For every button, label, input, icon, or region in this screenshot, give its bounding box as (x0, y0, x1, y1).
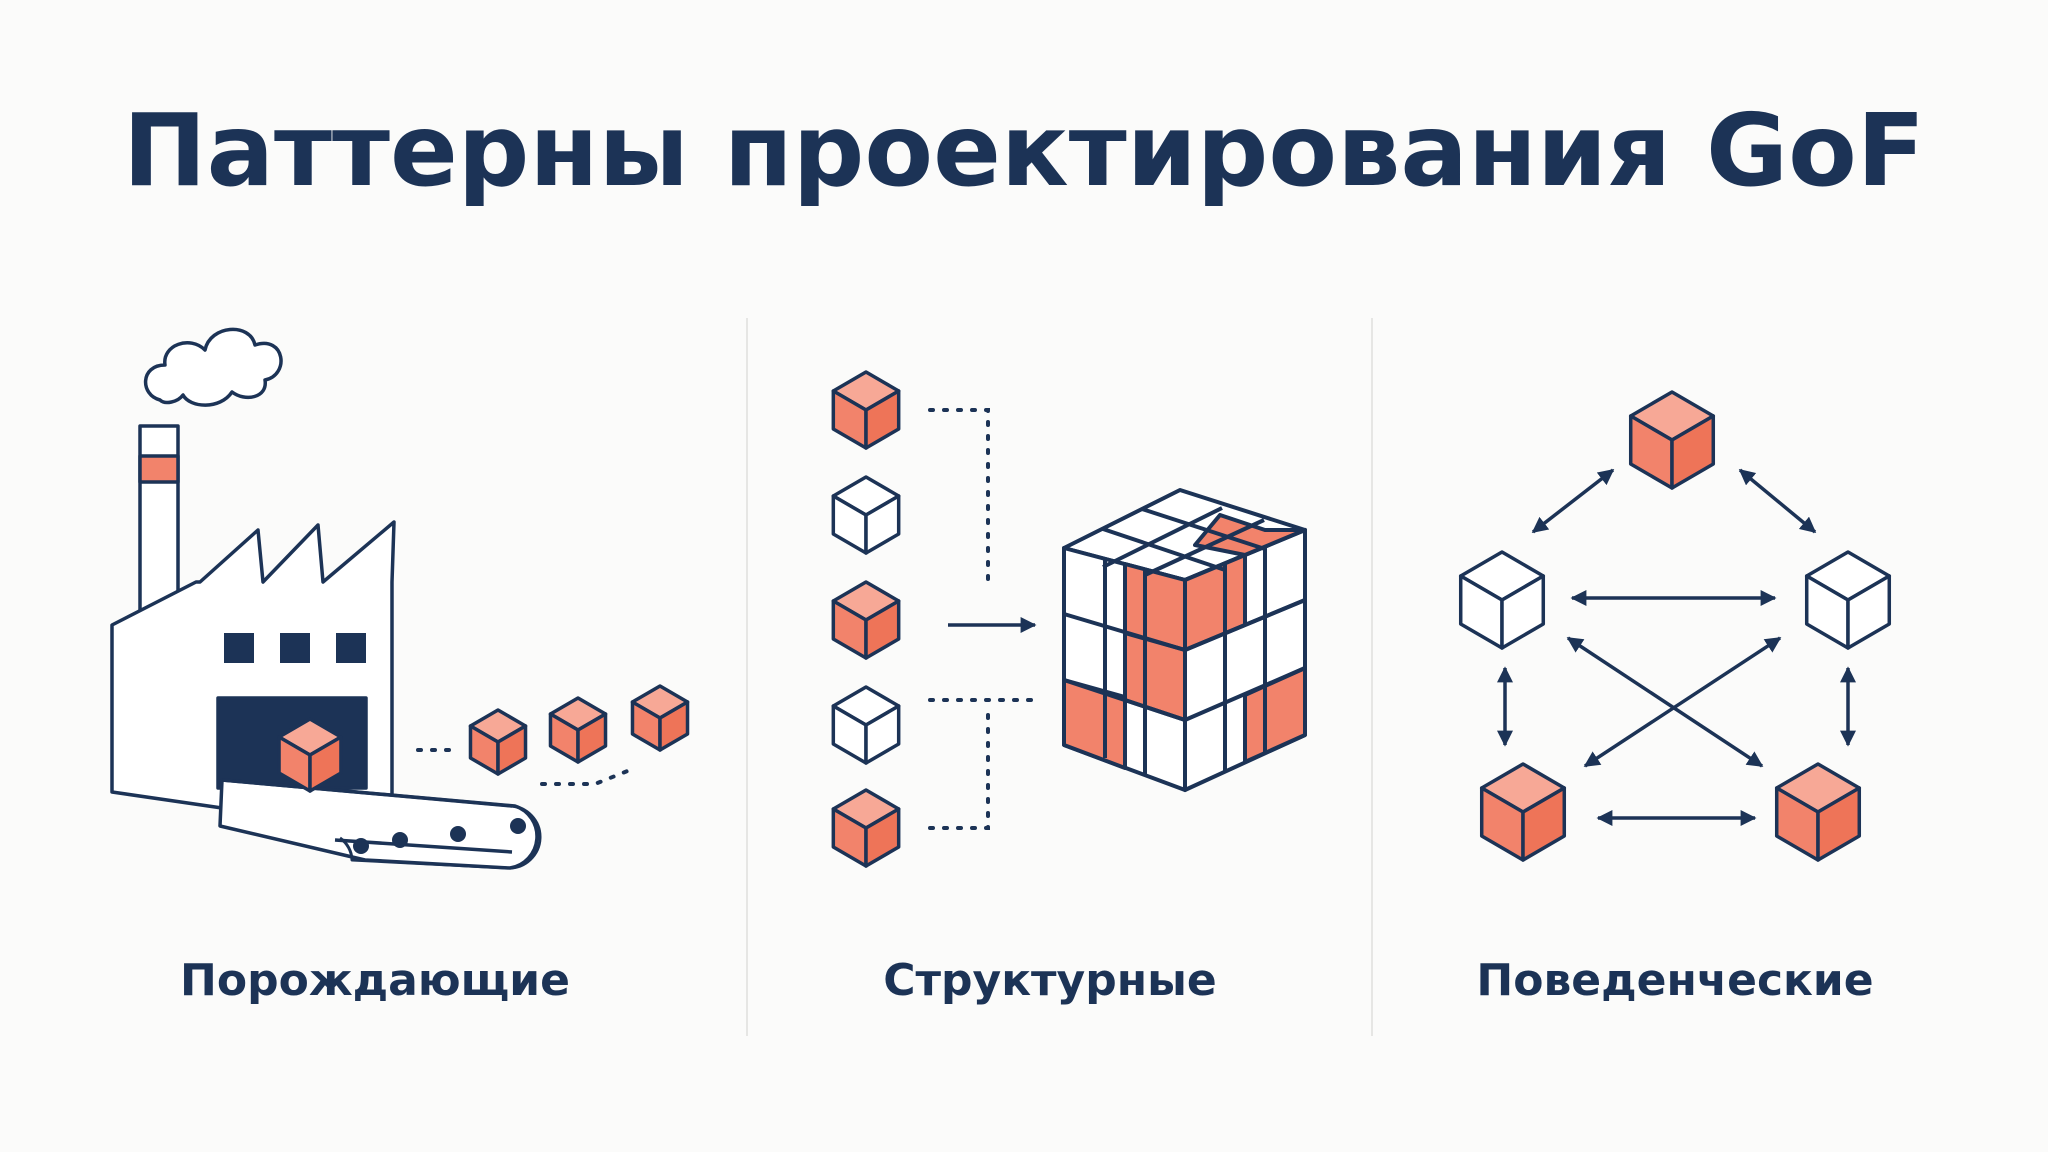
filled-cube (831, 370, 901, 450)
empty-cube (1458, 550, 1546, 650)
window (336, 633, 366, 663)
factory-icon (110, 327, 542, 870)
filled-cube (1479, 762, 1567, 862)
empty-cube (1804, 550, 1892, 650)
divider-right (1371, 318, 1373, 1036)
filled-cube (630, 684, 690, 752)
component-cubes (831, 370, 901, 868)
label-behavioral: Поведенческие (1476, 955, 1874, 1006)
filled-cube (831, 580, 901, 660)
filled-cube (1774, 762, 1862, 862)
roller (450, 826, 466, 842)
window (224, 633, 254, 663)
composite-cube (1062, 488, 1307, 792)
empty-cube (831, 475, 901, 555)
filled-cube (277, 717, 343, 793)
label-structural: Структурные (883, 955, 1217, 1006)
smoke-cloud (143, 327, 283, 407)
network-cubes (1458, 390, 1892, 862)
filled-cube (1628, 390, 1716, 490)
page-title: Паттерны проектирования GoF (122, 92, 1926, 209)
window (280, 633, 310, 663)
chimney-band (138, 454, 180, 484)
empty-cube (831, 685, 901, 765)
filled-cube (548, 696, 608, 764)
label-creational: Порождающие (180, 955, 570, 1006)
filled-cube (468, 708, 528, 776)
divider-left (746, 318, 748, 1036)
roller (353, 838, 369, 854)
filled-cube (831, 788, 901, 868)
produced-cubes (277, 684, 690, 793)
roller (510, 818, 526, 834)
roller (392, 832, 408, 848)
